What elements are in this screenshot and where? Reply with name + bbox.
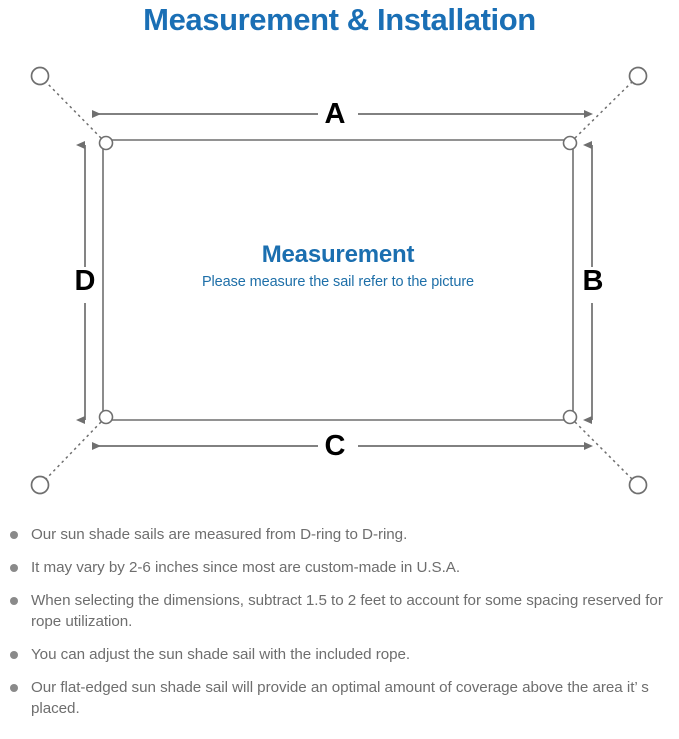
list-item: It may vary by 2-6 inches since most are…	[0, 557, 679, 578]
sail-rectangle	[102, 139, 574, 421]
d-ring-top-right	[562, 135, 578, 151]
dimension-label-a: A	[324, 98, 346, 130]
list-item: Our sun shade sails are measured from D-…	[0, 524, 679, 545]
dimension-label-c: C	[324, 430, 346, 462]
d-ring-bottom-left	[98, 409, 114, 425]
list-item: You can adjust the sun shade sail with t…	[0, 644, 679, 665]
dimension-label-d: D	[74, 265, 96, 297]
rope-top-right	[574, 80, 634, 139]
anchor-bottom-right	[628, 475, 648, 495]
measurement-diagram: Measurement Please measure the sail refe…	[0, 45, 679, 515]
list-item-text: Our sun shade sails are measured from D-…	[31, 526, 408, 543]
rope-bottom-left	[44, 421, 102, 481]
anchor-bottom-left	[30, 475, 50, 495]
list-item: When selecting the dimensions, subtract …	[0, 590, 679, 632]
bullet-icon	[10, 684, 18, 692]
list-item-text: When selecting the dimensions, subtract …	[31, 592, 663, 630]
rope-bottom-right	[574, 421, 634, 481]
bullet-icon	[10, 531, 18, 539]
diagram-svg	[30, 66, 648, 495]
list-item-text: Our flat-edged sun shade sail will provi…	[31, 679, 649, 717]
anchor-top-right	[628, 66, 648, 86]
list-item: Our flat-edged sun shade sail will provi…	[0, 677, 679, 719]
bullet-icon	[10, 651, 18, 659]
d-ring-bottom-right	[562, 409, 578, 425]
bullet-icon	[10, 597, 18, 605]
d-ring-top-left	[98, 135, 114, 151]
anchor-top-left	[30, 66, 50, 86]
rope-top-left	[44, 80, 102, 139]
page-title: Measurement & Installation	[143, 2, 536, 37]
list-item-text: It may vary by 2-6 inches since most are…	[31, 559, 461, 576]
bullet-icon	[10, 564, 18, 572]
dimension-label-b: B	[582, 265, 604, 297]
notes-list: Our sun shade sails are measured from D-…	[0, 524, 679, 731]
list-item-text: You can adjust the sun shade sail with t…	[31, 646, 411, 663]
